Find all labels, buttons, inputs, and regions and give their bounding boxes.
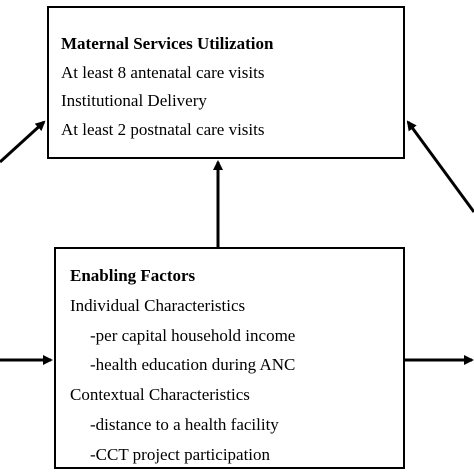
contextual-characteristics-item: -distance to a health facility xyxy=(90,414,279,434)
enabling-factors-box: Enabling Factors Individual Characterist… xyxy=(54,247,405,469)
maternal-services-item: Institutional Delivery xyxy=(61,91,207,110)
enabling-factors-title: Enabling Factors xyxy=(70,266,196,285)
arrow-right-into-services xyxy=(406,120,474,213)
individual-characteristics-heading: Individual Characteristics xyxy=(70,295,246,315)
contextual-characteristics-item: -CCT project participation xyxy=(90,444,271,464)
individual-characteristics-item: -health education during ANC xyxy=(90,355,296,375)
arrow-left-into-services xyxy=(0,120,46,164)
maternal-services-item: At least 2 postnatal care visits xyxy=(61,119,265,139)
maternal-services-box: Maternal Services Utilization At least 8… xyxy=(47,6,405,159)
maternal-services-item: At least 8 antenatal care visits xyxy=(61,62,265,82)
individual-characteristics-item: -per capital household income xyxy=(90,325,296,345)
maternal-services-title: Maternal Services Utilization xyxy=(61,34,274,53)
contextual-characteristics-heading: Contextual Characteristics xyxy=(70,385,250,405)
